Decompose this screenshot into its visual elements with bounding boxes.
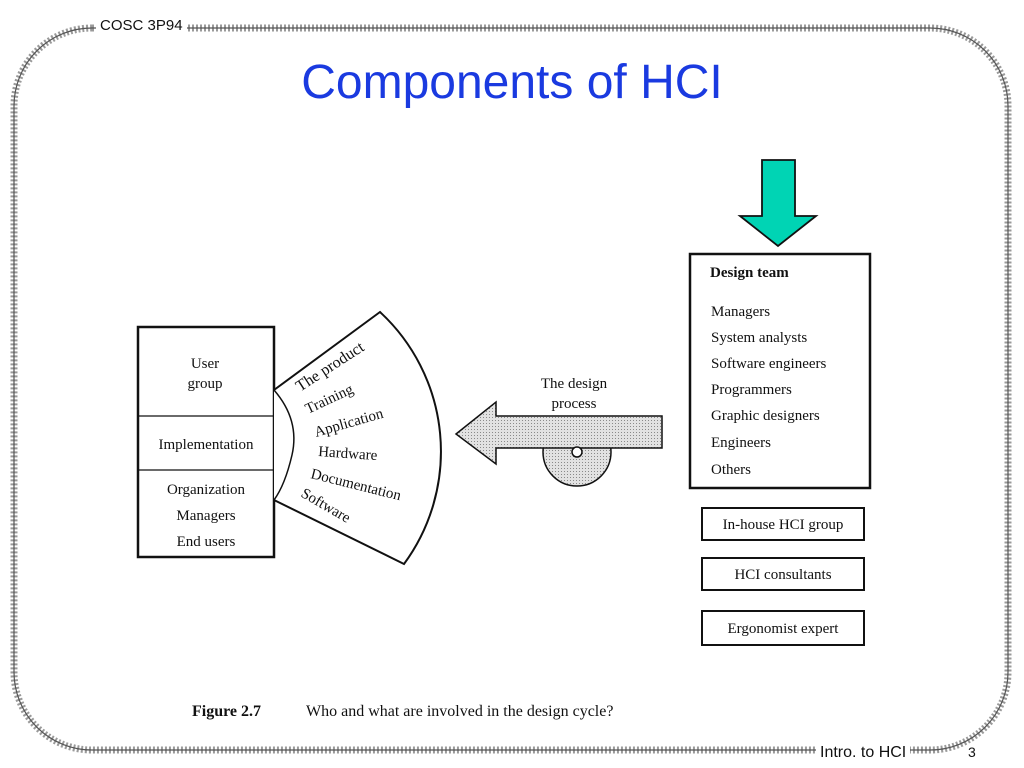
ergonomist-expert-box: Ergonomist expert [701,610,865,646]
figure-caption-text: Who and what are involved in the design … [306,703,613,720]
page-number: 3 [968,744,976,760]
design-team-title: Design team [710,265,789,281]
design-process-line-1: The design [541,376,608,392]
design-process-arrow: The design process [454,376,663,487]
fan-label-hardware: Hardware [318,444,378,464]
design-team-member: Software engineers [711,356,827,372]
ergonomist-expert-label: Ergonomist expert [728,621,840,637]
footer-label: Intro. to HCI [816,744,911,762]
hci-consultants-label: HCI consultants [734,567,831,583]
indicator-arrow [737,159,819,248]
organization-label: Organization [167,482,246,498]
in-house-hci-group-label: In-house HCI group [723,517,844,533]
course-label: COSC 3P94 [96,17,187,34]
design-team-member: Engineers [711,435,771,451]
hci-consultants-box: HCI consultants [701,557,865,591]
design-team-member: Graphic designers [711,408,820,424]
design-team-member: System analysts [711,330,807,346]
product-fan: The product Training Application Hardwar… [273,310,442,566]
figure-number: Figure 2.7 [192,703,261,720]
organization-managers-label: Managers [176,508,235,524]
implementation-label: Implementation [159,437,254,453]
in-house-hci-group-box: In-house HCI group [701,507,865,541]
slide-title: Components of HCI [301,56,723,109]
design-team-member: Programmers [711,382,792,398]
design-team-box: Design team Managers System analysts Sof… [688,252,872,490]
design-team-member: Managers [711,304,770,320]
stakeholder-box: User group Implementation Organization M… [136,325,276,559]
user-group-line-2: group [188,376,223,392]
design-process-line-2: process [552,396,597,412]
organization-end-users-label: End users [177,534,236,550]
user-group-line-1: User [191,356,219,372]
figure-caption: Figure 2.7 Who and what are involved in … [192,703,613,720]
design-team-member: Others [711,462,751,478]
